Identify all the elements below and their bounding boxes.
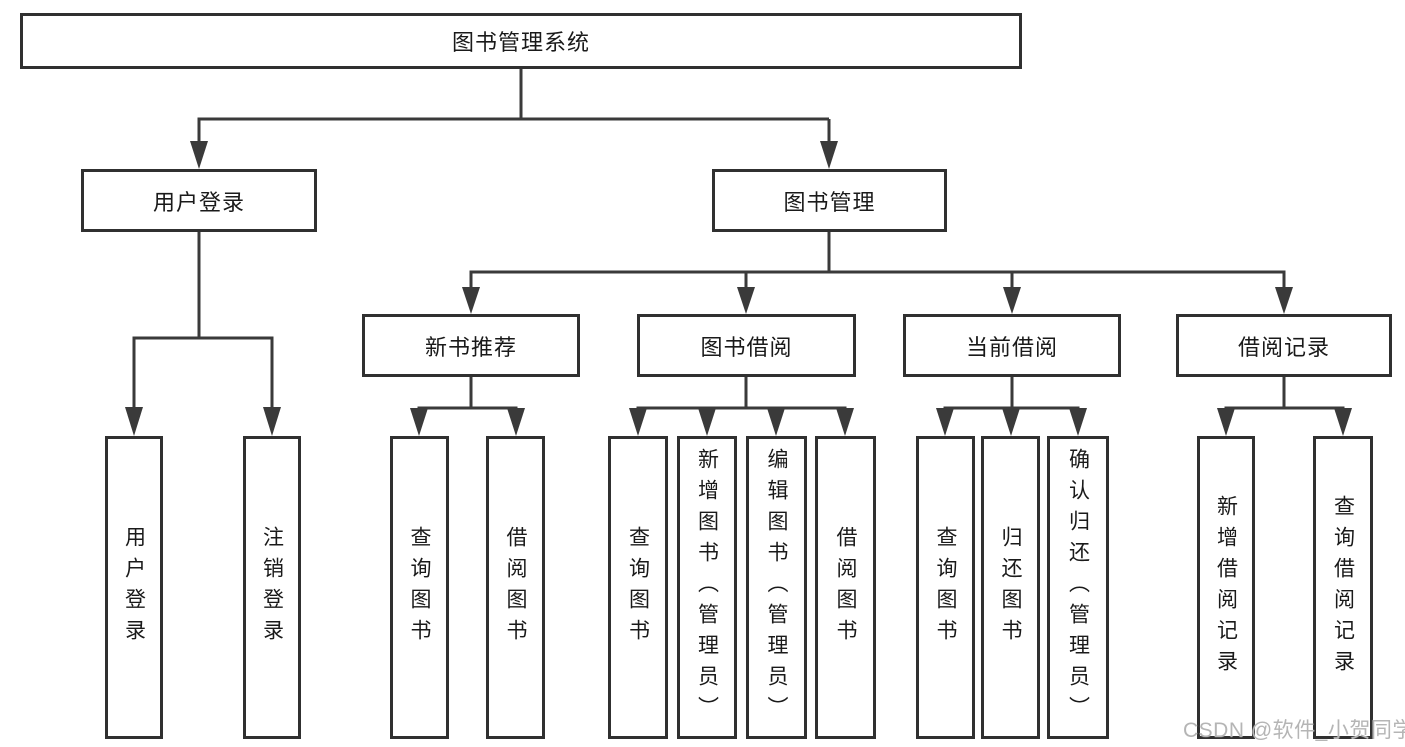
node-label: 借阅图书 <box>834 525 857 650</box>
node-current-borrow: 当前借阅 <box>903 314 1121 377</box>
node-user-login-leaf: 用户登录 <box>105 436 163 739</box>
watermark: CSDN @软件_小贺同学 <box>1183 719 1405 742</box>
node-query-books-current: 查询图书 <box>916 436 975 739</box>
node-book-borrow: 图书借阅 <box>637 314 856 377</box>
node-edit-book-admin: 编辑图书（管理员） <box>746 436 807 739</box>
node-query-books-recommend: 查询图书 <box>390 436 449 739</box>
node-user-login: 用户登录 <box>81 169 317 232</box>
node-label: 查询图书 <box>408 525 431 650</box>
node-book-management: 图书管理 <box>712 169 947 232</box>
node-borrow-books-leaf: 借阅图书 <box>815 436 876 739</box>
node-label: 查询借阅记录 <box>1331 494 1355 681</box>
node-return-books: 归还图书 <box>981 436 1040 739</box>
node-query-books-borrow: 查询图书 <box>608 436 668 739</box>
node-label: 查询图书 <box>934 525 957 650</box>
node-label: 新增图书（管理员） <box>695 448 719 727</box>
node-library-system: 图书管理系统 <box>20 13 1022 69</box>
node-borrow-records: 借阅记录 <box>1176 314 1392 377</box>
node-logout: 注销登录 <box>243 436 301 739</box>
node-label: 新增借阅记录 <box>1214 494 1238 681</box>
node-label: 确认归还（管理员） <box>1066 448 1090 727</box>
node-query-borrow-record: 查询借阅记录 <box>1313 436 1373 739</box>
node-confirm-return-admin: 确认归还（管理员） <box>1047 436 1109 739</box>
node-label: 注销登录 <box>260 525 284 650</box>
node-label: 查询图书 <box>626 525 650 650</box>
node-label: 借阅图书 <box>504 525 527 650</box>
node-label: 编辑图书（管理员） <box>765 448 788 727</box>
node-label: 用户登录 <box>122 525 146 650</box>
node-label: 归还图书 <box>999 525 1022 650</box>
node-add-borrow-record: 新增借阅记录 <box>1197 436 1255 739</box>
node-borrow-books-recommend: 借阅图书 <box>486 436 545 739</box>
node-add-book-admin: 新增图书（管理员） <box>677 436 737 739</box>
node-new-book-recommend: 新书推荐 <box>362 314 580 377</box>
